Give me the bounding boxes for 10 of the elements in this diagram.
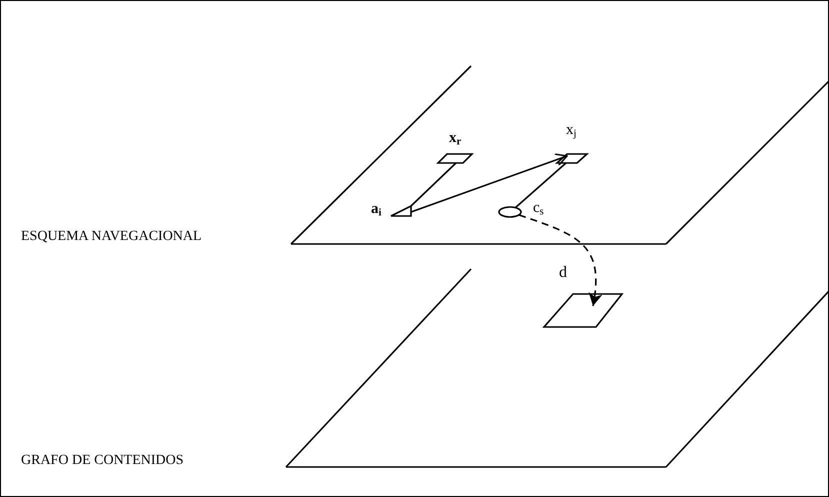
connector-line <box>410 162 457 207</box>
node-label: x$_{r}$ <box>449 131 462 148</box>
node-label: c$_{s}$ <box>533 201 544 218</box>
plane-label: GRAFO DE CONTENIDOS <box>21 454 184 468</box>
arrow <box>518 214 602 306</box>
connector-line <box>514 162 567 209</box>
node-label: a$_{i}$ <box>371 202 382 220</box>
node-label: x$_{j}$ <box>566 123 576 140</box>
plane-label: ESQUEMA NAVEGACIONAL <box>21 230 202 244</box>
arrow <box>410 153 568 213</box>
